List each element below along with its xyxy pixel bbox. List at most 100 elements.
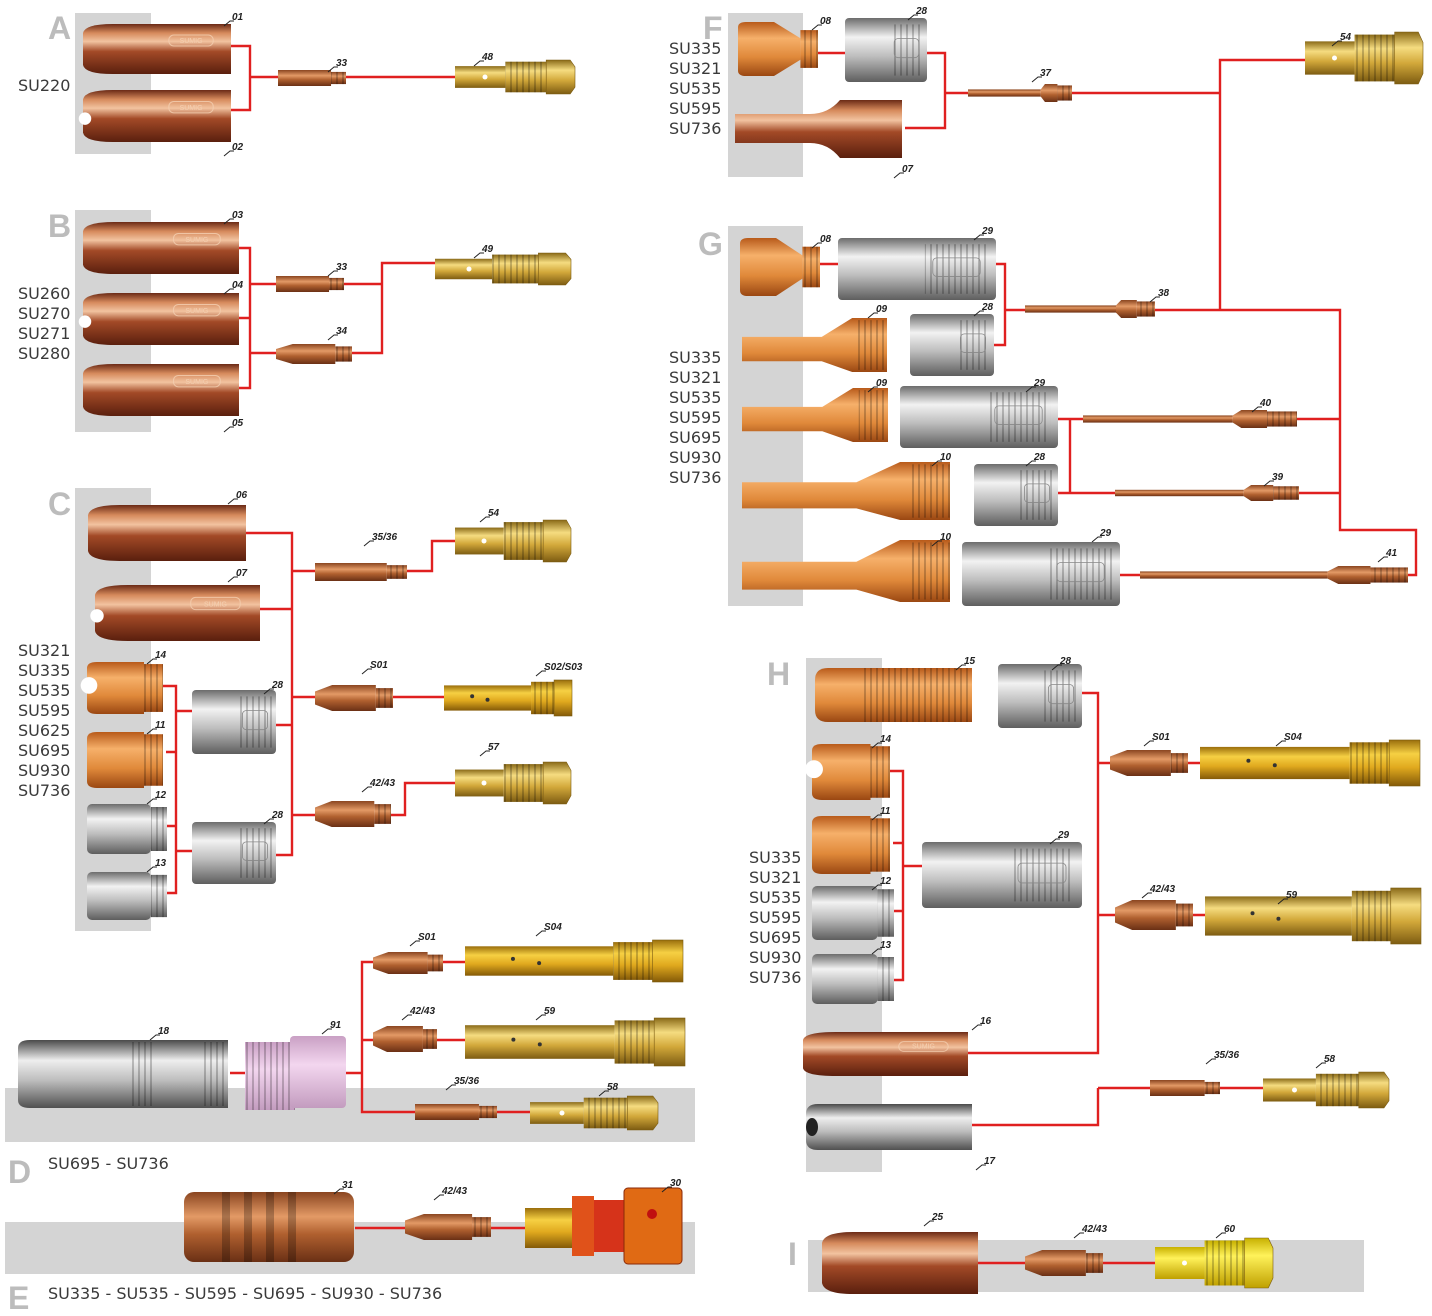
contact-tip-42-43 xyxy=(373,1026,437,1052)
brand-marking: SUMIG xyxy=(204,601,227,608)
part-number-label: 37 xyxy=(1040,68,1052,79)
part-number-label: 35/36 xyxy=(1214,1050,1240,1061)
nozzle-16: SUMIG xyxy=(803,1032,968,1076)
insulator-12 xyxy=(87,804,167,854)
tip-holder-58 xyxy=(1263,1071,1390,1109)
contact-tip-38 xyxy=(1025,300,1155,318)
model-name: SU220 xyxy=(18,76,71,95)
part-number-label: 48 xyxy=(482,52,494,63)
leader-line xyxy=(223,288,234,295)
brand-marking: SUMIG xyxy=(912,1044,935,1051)
leader-line xyxy=(1031,76,1042,83)
leader-line xyxy=(409,940,420,947)
models-a: SU220 xyxy=(18,76,70,96)
contact-tip-33 xyxy=(278,70,346,86)
leader-line xyxy=(1277,898,1288,905)
contact-tip-42-43 xyxy=(1115,900,1193,930)
part-number-label: 29 xyxy=(1058,830,1070,841)
gas-diffuser-15 xyxy=(815,668,972,722)
part-number-label: 30 xyxy=(670,1178,682,1189)
part-number-label: 07 xyxy=(902,164,914,175)
brand-marking: SUMIG xyxy=(180,105,203,112)
insulator-13 xyxy=(812,954,894,1004)
gas-diffuser-09 xyxy=(742,388,888,442)
contact-tip-s01 xyxy=(373,952,443,974)
sleeve-28 xyxy=(910,314,994,376)
part-number-label: 09 xyxy=(876,378,888,389)
leader-line xyxy=(535,930,546,937)
part-number-label: 02 xyxy=(232,142,244,153)
part-number-label: 42/43 xyxy=(370,778,396,789)
leader-line xyxy=(479,516,490,523)
part-number-label: 28 xyxy=(1060,656,1072,667)
model-name: SU335 xyxy=(749,848,802,867)
part-number-label: 10 xyxy=(940,452,952,463)
model-name: SU535 xyxy=(669,79,722,98)
models-d: SU695 - SU736 xyxy=(48,1154,169,1173)
leader-line xyxy=(867,386,878,393)
part-number-label: 14 xyxy=(155,650,167,661)
part-number-label: S04 xyxy=(1284,732,1302,743)
leader-line xyxy=(1073,1232,1084,1239)
tip-holder-49 xyxy=(435,252,572,286)
nozzle-06 xyxy=(88,505,246,561)
part-number-label: 49 xyxy=(482,244,494,255)
nozzle-05: SUMIG xyxy=(83,364,239,416)
part-number-label: 35/36 xyxy=(454,1076,480,1087)
leader-line xyxy=(971,1024,982,1031)
part-number-label: 28 xyxy=(916,6,928,17)
leader-line xyxy=(223,426,234,433)
leader-line xyxy=(333,1188,344,1195)
leader-line xyxy=(1049,838,1060,845)
part-number-label: 34 xyxy=(336,326,348,337)
section-letter-f: F xyxy=(703,10,723,46)
leader-line xyxy=(923,1220,934,1227)
leader-line xyxy=(146,728,157,735)
part-number-label: 25 xyxy=(932,1212,944,1223)
leader-line xyxy=(871,814,882,821)
brand-marking: SUMIG xyxy=(185,237,208,244)
part-number-label: S01 xyxy=(1152,732,1170,743)
part-number-label: 42/43 xyxy=(1082,1224,1108,1235)
leader-line xyxy=(973,234,984,241)
nozzle-07 xyxy=(735,100,902,158)
model-name: SU535 xyxy=(749,888,802,907)
model-name: SU736 xyxy=(749,968,802,987)
leader-line xyxy=(223,218,234,225)
tip-holder-48 xyxy=(455,59,576,95)
nozzle-25 xyxy=(822,1232,978,1294)
section-letter-d: D xyxy=(8,1154,32,1190)
model-name: SU595 xyxy=(669,408,722,427)
part-number-label: 29 xyxy=(982,226,994,237)
section-letter-a: A xyxy=(48,10,72,46)
model-name: SU321 xyxy=(749,868,802,887)
leader-line xyxy=(363,540,374,547)
part-number-label: 59 xyxy=(544,1006,556,1017)
brand-marking: SUMIG xyxy=(185,379,208,386)
leader-line xyxy=(263,818,274,825)
part-number-label: S02/S03 xyxy=(544,662,583,673)
sleeve-29 xyxy=(838,238,996,300)
leader-line xyxy=(535,670,546,677)
sleeve-28 xyxy=(192,822,276,884)
sleeve-28 xyxy=(192,690,276,754)
part-number-label: 29 xyxy=(1100,528,1112,539)
model-name: SU335 xyxy=(669,39,722,58)
model-name: SU535 xyxy=(18,681,71,700)
leader-line xyxy=(321,1028,332,1035)
insulator-13 xyxy=(87,872,167,920)
leader-line xyxy=(1275,740,1286,747)
model-name: SU930 xyxy=(669,448,722,467)
part-number-label: 07 xyxy=(236,568,248,579)
leader-line xyxy=(361,668,372,675)
leader-line xyxy=(1051,664,1062,671)
part-number-label: 39 xyxy=(1272,472,1284,483)
model-name: SU260 xyxy=(18,284,71,303)
gas-diffuser-10 xyxy=(742,540,950,602)
sleeve-28 xyxy=(974,464,1058,526)
nozzle-07: SUMIG xyxy=(90,585,260,641)
part-number-label: 57 xyxy=(488,742,500,753)
part-number-label: 09 xyxy=(876,304,888,315)
leader-line xyxy=(433,1194,444,1201)
